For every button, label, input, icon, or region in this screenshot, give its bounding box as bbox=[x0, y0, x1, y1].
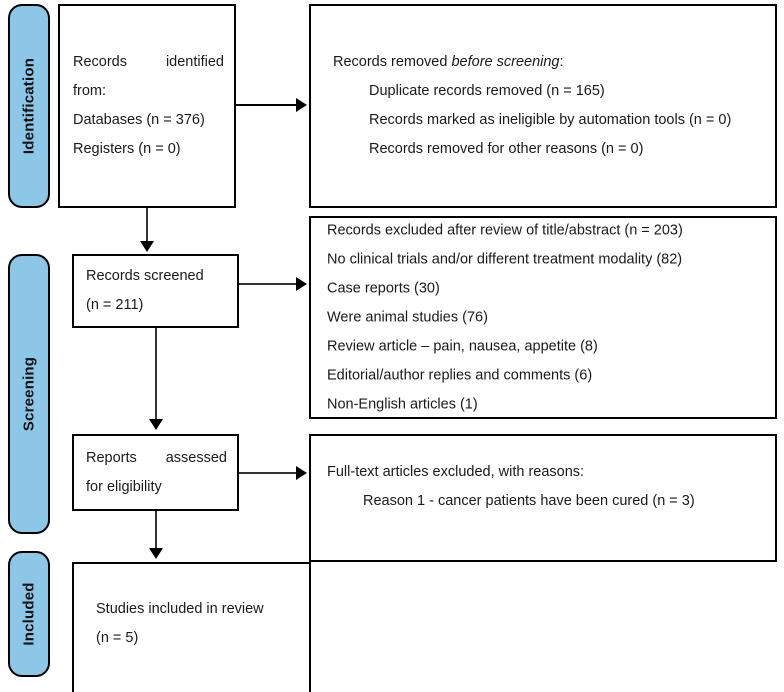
arrowhead-assessed-to-fulltext-excluded bbox=[296, 466, 307, 480]
phase-pill-identification: Identification bbox=[8, 4, 50, 208]
connector-identified-to-removed bbox=[236, 104, 302, 106]
box-records-excluded: Records excluded after review of title/a… bbox=[309, 216, 777, 419]
records-removed-item-1: Records marked as ineligible by automati… bbox=[369, 112, 732, 128]
arrowhead-screened-to-excluded bbox=[296, 277, 307, 291]
connector-assessed-to-fulltext-excluded bbox=[239, 472, 302, 474]
connector-screened-to-assessed bbox=[155, 328, 157, 422]
records-excluded-item-2: Case reports (30) bbox=[327, 280, 440, 296]
box-reports-excluded: Full-text articles excluded, with reason… bbox=[309, 434, 777, 562]
reports-assessed-line-2: for eligibility bbox=[86, 478, 162, 495]
box-reports-assessed: Reports assessed for eligibility bbox=[72, 434, 239, 511]
studies-included-line-1: Studies included in review bbox=[96, 600, 264, 617]
arrowhead-screened-to-assessed bbox=[149, 419, 163, 430]
records-excluded-item-5: Editorial/author replies and comments (6… bbox=[327, 367, 593, 383]
records-excluded-item-1: No clinical trials and/or different trea… bbox=[327, 251, 683, 267]
phase-label-included: Included bbox=[20, 582, 38, 646]
connector-assessed-to-included bbox=[155, 511, 157, 551]
records-excluded-item-3: Were animal studies (76) bbox=[327, 309, 488, 325]
records-removed-item-2: Records removed for other reasons (n = 0… bbox=[369, 141, 644, 157]
box-records-identified: Records identified from: Databases (n = … bbox=[58, 4, 236, 208]
connector-identified-to-screened bbox=[146, 208, 148, 244]
records-screened-line-2: (n = 211) bbox=[86, 297, 144, 313]
records-excluded-item-4: Review article – pain, nausea, appetite … bbox=[327, 338, 598, 354]
arrowhead-assessed-to-included bbox=[149, 548, 163, 559]
reports-excluded-heading: Full-text articles excluded, with reason… bbox=[327, 464, 585, 480]
records-identified-line-1: Records identified bbox=[73, 54, 224, 70]
records-removed-item-0: Duplicate records removed (n = 165) bbox=[369, 83, 605, 99]
connector-screened-to-excluded bbox=[239, 283, 302, 285]
box-records-screened: Records screened (n = 211) bbox=[72, 254, 239, 328]
phase-label-screening: Screening bbox=[20, 356, 38, 432]
phase-label-identification: Identification bbox=[20, 57, 38, 155]
reports-excluded-item-0: Reason 1 - cancer patients have been cur… bbox=[363, 493, 695, 509]
reports-assessed-line-1: Reports assessed bbox=[86, 449, 227, 466]
records-excluded-item-0: Records excluded after review of title/a… bbox=[327, 222, 683, 238]
records-screened-line-1: Records screened bbox=[86, 268, 204, 284]
records-removed-heading: Records removed before screening: bbox=[333, 54, 564, 70]
records-identified-line-3: Databases (n = 376) bbox=[73, 112, 205, 128]
phase-pill-included: Included bbox=[8, 551, 50, 677]
arrowhead-identified-to-screened bbox=[140, 241, 154, 252]
records-excluded-item-6: Non-English articles (1) bbox=[327, 396, 478, 412]
phase-pill-screening: Screening bbox=[8, 254, 50, 534]
records-identified-line-2: from: bbox=[73, 83, 107, 99]
studies-included-line-2: (n = 5) bbox=[96, 629, 139, 646]
box-records-removed: Records removed before screening: Duplic… bbox=[309, 4, 777, 208]
box-studies-included: Studies included in review (n = 5) bbox=[72, 562, 311, 692]
records-identified-line-4: Registers (n = 0) bbox=[73, 141, 181, 157]
arrowhead-identified-to-removed bbox=[296, 98, 307, 112]
